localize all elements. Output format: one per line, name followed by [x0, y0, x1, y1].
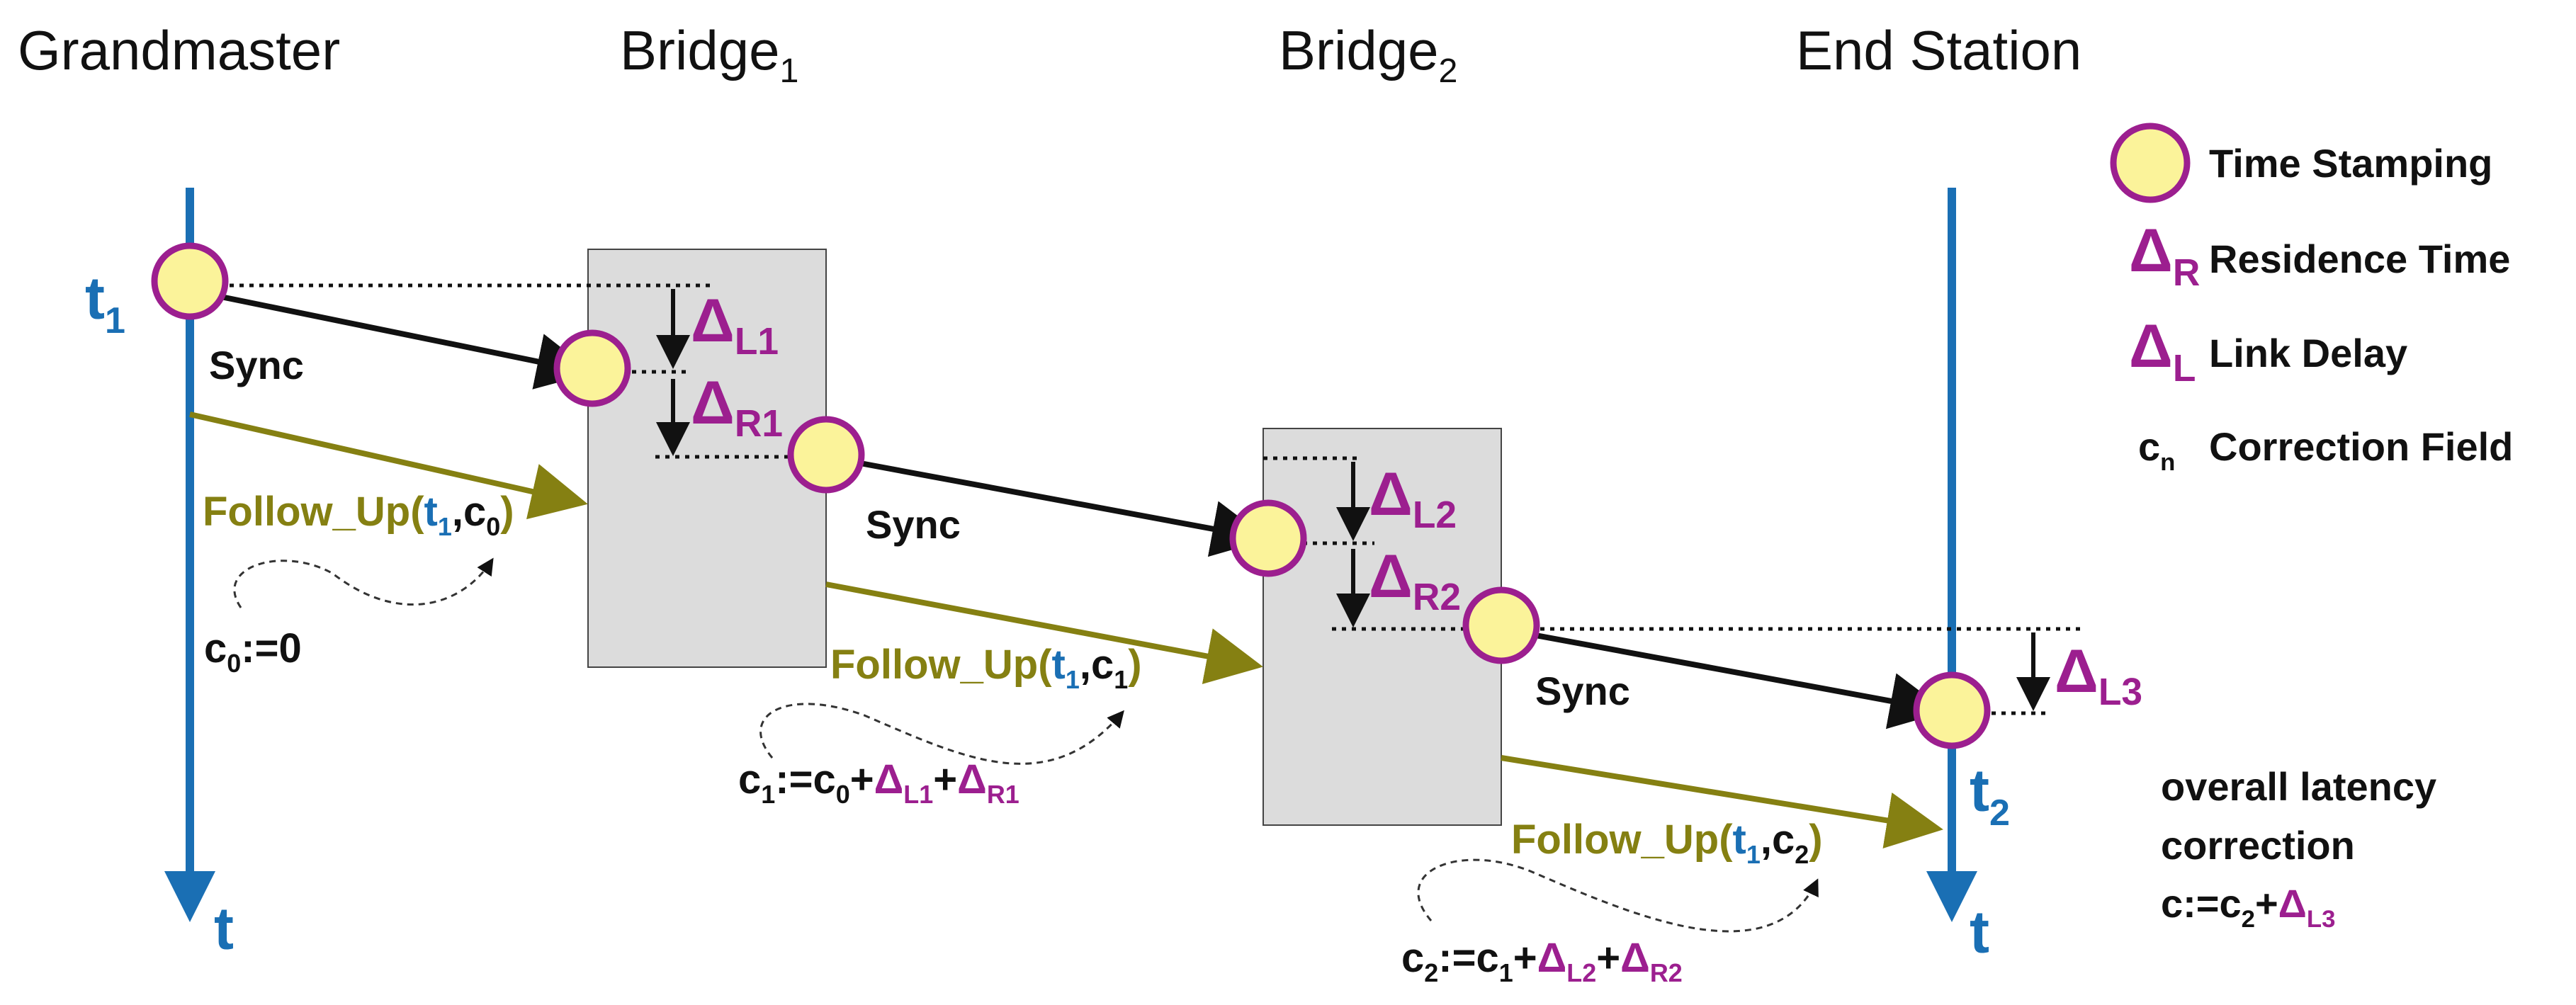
delta-l2-label: ΔL2	[1369, 460, 1457, 536]
c1-formula: c1:=c0+ΔL1+ΔR1	[738, 756, 1019, 809]
overall-line-2: correction	[2161, 823, 2355, 868]
legend-residence-time: Residence Time	[2209, 237, 2510, 281]
t-left-label: t	[214, 895, 234, 962]
time-stamp-b1-ingress	[553, 329, 631, 407]
t2-label: t2	[1970, 757, 2010, 834]
follow-up-label-2: Follow_Up(t1,c1)	[830, 642, 1142, 694]
dashed-connectors	[233, 557, 1819, 933]
time-stamp-b1-egress	[787, 416, 865, 494]
follow-up-arrow-1	[189, 411, 588, 520]
legend: Time Stamping ΔR Residence Time ΔL Link …	[2129, 141, 2513, 476]
t1-label: t1	[85, 265, 125, 341]
time-stamp-gm	[151, 242, 229, 320]
overall-correction: overall latency correction c:=c2+ΔL3	[2161, 764, 2436, 933]
bridge-2-box	[1262, 428, 1502, 826]
follow-up-arrows	[189, 411, 1943, 848]
delay-arrows	[656, 289, 2050, 711]
legend-cn-symbol: cn	[2138, 424, 2175, 476]
legend-time-stamping: Time Stamping	[2209, 141, 2492, 186]
follow-up-arrow-3	[1501, 755, 1943, 848]
c0-formula: c0:=0	[204, 625, 302, 678]
sync-arrow-2	[825, 454, 1269, 557]
legend-correction-field: Correction Field	[2209, 424, 2513, 469]
sync-label-3: Sync	[1535, 669, 1630, 713]
legend-link-symbol: ΔL	[2129, 312, 2196, 390]
legend-link-delay: Link Delay	[2209, 331, 2407, 375]
dotted-reference-lines	[190, 283, 2083, 715]
c2-formula: c2:=c1+ΔL2+ΔR2	[1401, 935, 1683, 987]
sync-arrows	[189, 288, 1947, 729]
follow-up-arrow-2	[825, 581, 1263, 684]
overall-line-1: overall latency	[2161, 764, 2436, 809]
header-grandmaster: Grandmaster	[18, 19, 340, 81]
t-right-label: t	[1970, 899, 1989, 965]
sync-arrow-3	[1501, 626, 1947, 729]
delta-l1-label: ΔL1	[691, 287, 779, 363]
delta-r1-label: ΔR1	[691, 369, 783, 445]
follow-up-label-1: Follow_Up(t1,c0)	[203, 489, 514, 541]
overall-formula: c:=c2+ΔL3	[2161, 881, 2335, 933]
time-stamp-b2-egress	[1462, 586, 1540, 664]
sync-label-1: Sync	[209, 343, 304, 387]
sync-label-2: Sync	[866, 502, 961, 547]
legend-time-stamp-icon	[2110, 123, 2191, 203]
delta-l3-label: ΔL3	[2055, 637, 2142, 713]
follow-up-label-3: Follow_Up(t1,c2)	[1511, 817, 1823, 869]
sync-arrow-1	[189, 288, 594, 390]
time-stamp-markers	[151, 123, 2191, 749]
time-stamp-b2-ingress	[1229, 499, 1307, 577]
delta-r2-label: ΔR2	[1369, 543, 1461, 618]
header-bridge-2: Bridge2	[1279, 19, 1457, 90]
header-bridge-1: Bridge1	[620, 19, 798, 90]
time-stamp-end-station	[1913, 671, 1991, 749]
header-end-station: End Station	[1796, 19, 2081, 81]
legend-residence-symbol: ΔR	[2129, 217, 2200, 294]
